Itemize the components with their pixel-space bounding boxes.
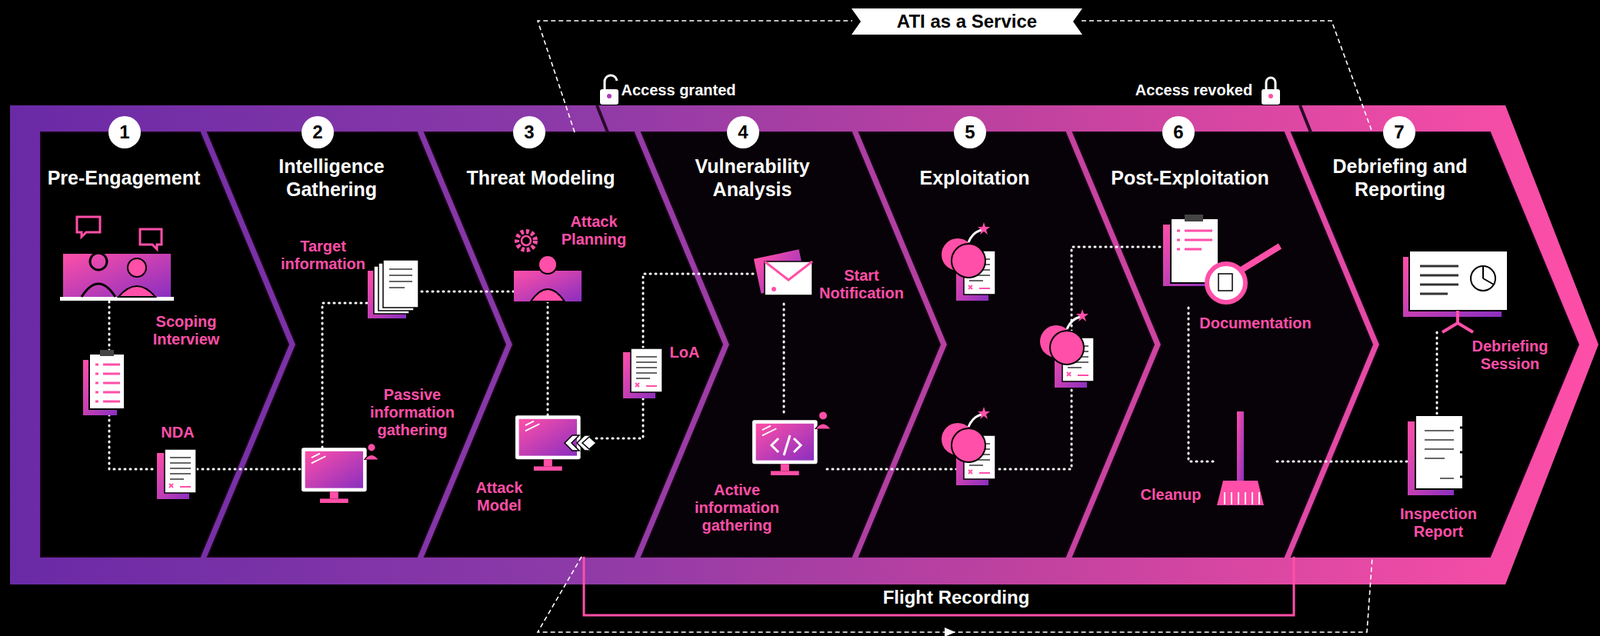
step-item: Attack Planning <box>513 253 582 302</box>
callout-number: 1 <box>108 116 141 149</box>
step-item: Cleanup <box>1213 411 1277 508</box>
attack-model-icon <box>515 415 597 471</box>
documents-stack-icon <box>367 260 419 319</box>
step-label: LoA <box>670 343 700 362</box>
stage-heading: Post-Exploitation <box>1093 166 1287 190</box>
step-item: Passive information gathering <box>301 447 374 504</box>
step-number: 7 <box>1393 123 1404 142</box>
step-item: Start Notification <box>755 250 814 304</box>
bomb-icon <box>940 406 996 486</box>
step-number: 4 <box>737 123 748 142</box>
dotted-connector <box>421 290 514 294</box>
banner-text: ATI as a Service <box>896 10 1037 33</box>
dotted-connector <box>596 398 644 439</box>
step-label: Debriefing Session <box>1466 337 1555 374</box>
callout-number: 7 <box>1383 116 1416 149</box>
stage-chevron: Exploitation5 <box>855 132 1070 557</box>
lock-icon <box>600 75 619 105</box>
code-monitor-icon <box>752 411 831 476</box>
dotted-connector <box>322 303 368 448</box>
step-number: 6 <box>1173 123 1184 142</box>
dotted-connector <box>1436 332 1439 416</box>
dotted-connector <box>1276 460 1408 464</box>
document-icon <box>156 449 197 500</box>
person-icon <box>363 443 379 460</box>
dotted-connector <box>546 301 550 416</box>
step-label: Attack Model <box>468 479 530 515</box>
annotation-label: Access revoked <box>1135 80 1253 100</box>
step-item: Documentation <box>1163 216 1287 308</box>
stage-chevrons <box>40 132 1579 557</box>
documentation-icon <box>1163 214 1280 303</box>
envelope-icon <box>753 249 813 296</box>
stage-heading: Debriefing and Reporting <box>1319 154 1481 201</box>
step-label: NDA <box>160 423 194 442</box>
step-label: Attack Planning <box>555 213 633 249</box>
stage-heading: Pre-Engagement <box>35 166 213 190</box>
dotted-connector <box>783 303 786 416</box>
step-item: Inspection Report <box>1407 415 1466 500</box>
scoping-interview-icon <box>60 216 174 301</box>
document-icon <box>623 348 663 399</box>
dotted-connector <box>196 468 302 471</box>
annotation-label: Flight Recording <box>883 586 1030 610</box>
callout-number: 6 <box>1162 116 1195 149</box>
step-item: Debriefing Session <box>1403 250 1508 333</box>
stage-chevron: Post-Exploitation6DocumentationCleanup <box>1069 132 1288 557</box>
step-number: 1 <box>119 123 130 142</box>
step-number: 5 <box>964 123 975 142</box>
bracket-arrow <box>944 627 956 636</box>
step-item: Target information <box>367 260 422 320</box>
step-item: LoA <box>623 347 664 399</box>
lock-icon <box>1261 77 1280 105</box>
stage-heading: Intelligence Gathering <box>254 154 409 201</box>
step-number: 2 <box>312 123 323 142</box>
callout-number: 2 <box>301 116 334 149</box>
callout-number: 3 <box>513 116 546 149</box>
step-number: 3 <box>523 123 534 142</box>
step-label: Inspection Report <box>1394 505 1484 541</box>
dotted-connector <box>643 273 756 348</box>
report-icon <box>1407 415 1467 496</box>
bomb-icon <box>940 222 996 301</box>
process-band <box>10 105 1599 585</box>
callout-number: 5 <box>953 116 987 149</box>
flight-recording-bracket <box>583 556 1294 616</box>
step-label: Active information gathering <box>689 481 786 535</box>
step-label: Passive information gathering <box>364 386 461 440</box>
step-label: Documentation <box>1199 314 1312 333</box>
callout-number: 4 <box>726 116 760 149</box>
step-label: Scoping Interview <box>147 313 225 349</box>
stage-chevron: Intelligence Gathering2Target informatio… <box>203 132 421 557</box>
stage-chevron: Debriefing and Reporting7Debriefing Sess… <box>1287 132 1490 557</box>
step-item: Scoping Interview <box>63 253 171 302</box>
stage-heading: Threat Modeling <box>448 166 634 190</box>
step-label: Cleanup <box>1140 486 1202 504</box>
step-label: Target information <box>275 237 372 274</box>
stage-heading: Vulnerability Analysis <box>675 154 830 201</box>
stage-chevron: Pre-Engagement1Scoping InterviewNDA <box>40 132 204 557</box>
checklist-icon <box>83 350 125 416</box>
stage-heading: Exploitation <box>886 166 1064 190</box>
presentation-board-icon <box>1403 250 1508 333</box>
service-banner: ATI as a Service <box>851 8 1083 35</box>
service-bracket <box>537 20 1373 633</box>
step-label: Start Notification <box>815 266 908 303</box>
step-item: NDA <box>156 448 197 500</box>
stage-chevron: Threat Modeling3Attack PlanningAttack Mo… <box>420 132 638 557</box>
bomb-icon <box>1039 309 1094 388</box>
annotation-label: Access granted <box>621 80 737 100</box>
step-item: Attack Model <box>515 415 597 474</box>
monitor-icon <box>301 447 367 504</box>
broom-icon <box>1216 411 1264 506</box>
step-item: Active information gathering <box>752 415 827 477</box>
